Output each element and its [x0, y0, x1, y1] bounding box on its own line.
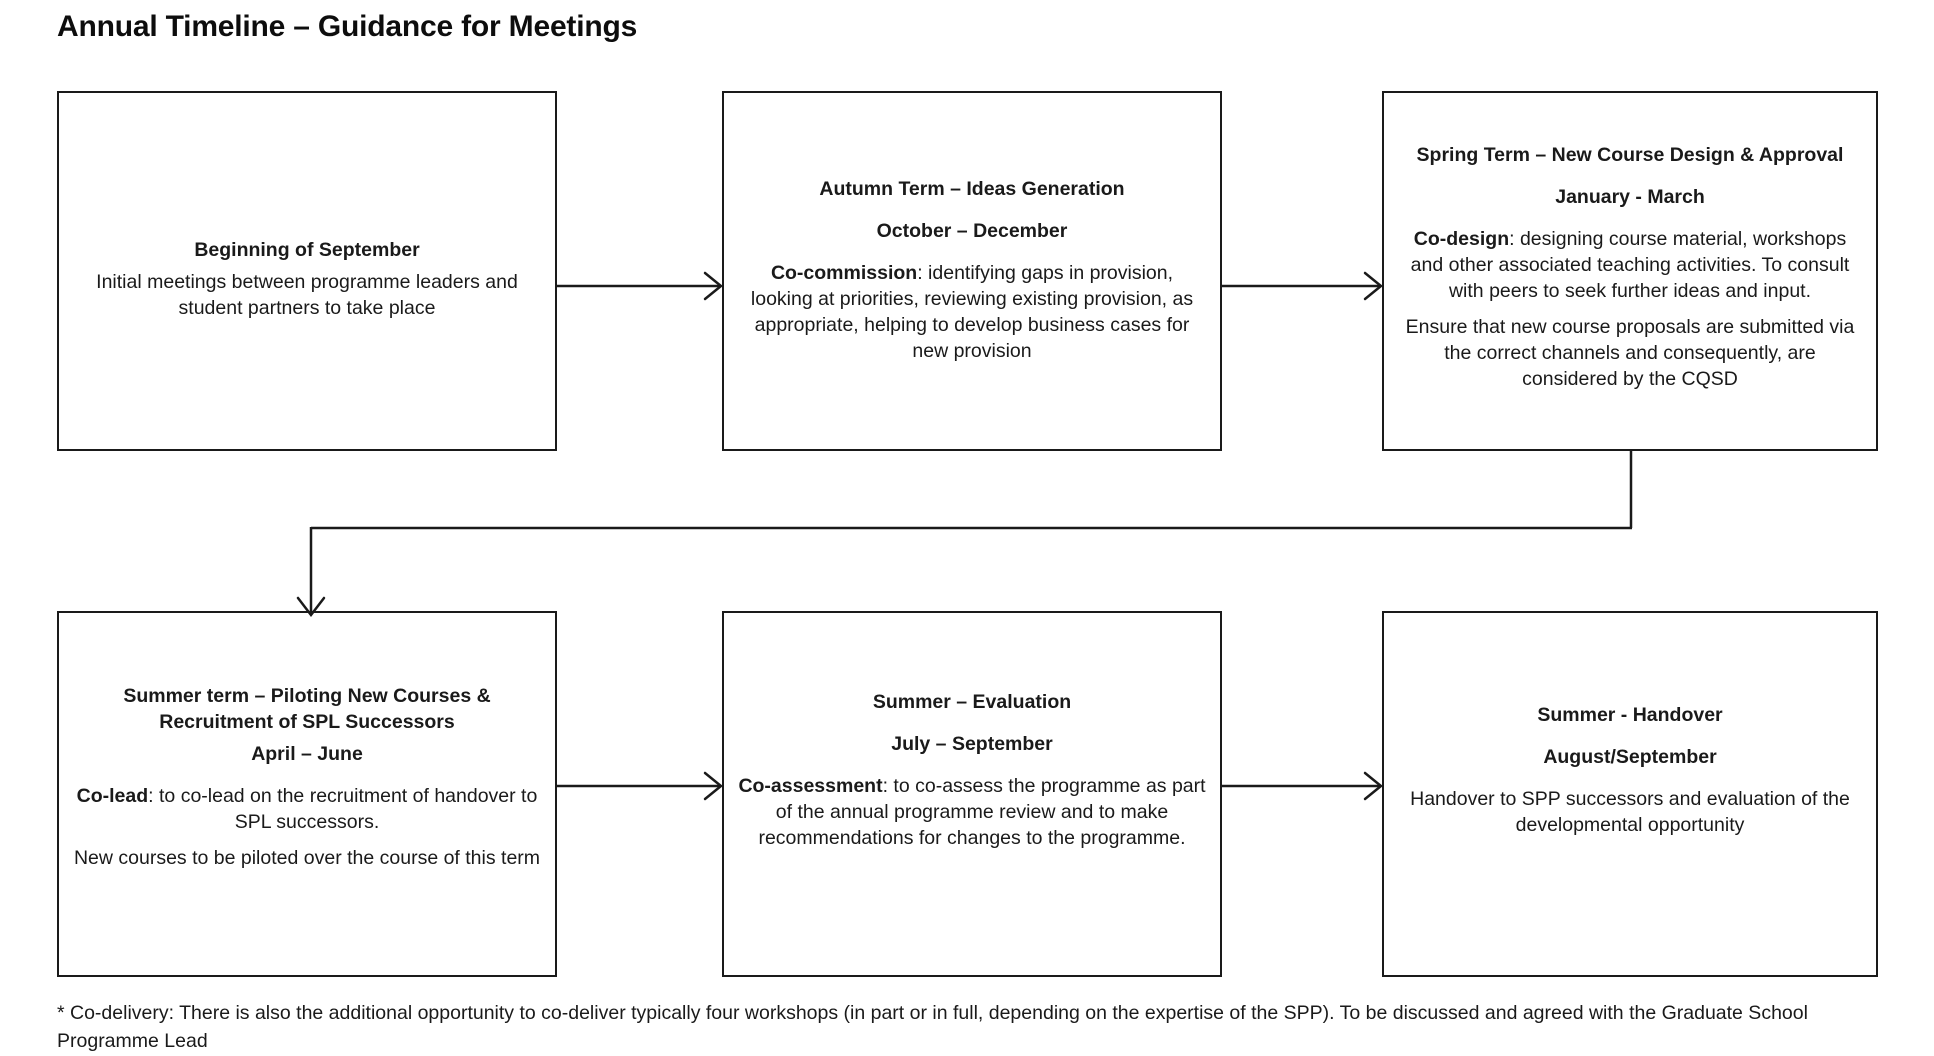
flow-box-beginning-of-september[interactable]: Beginning of September Initial meetings …: [57, 91, 557, 451]
box4-heading: Summer term – Piloting New Courses & Rec…: [123, 685, 491, 734]
box6-heading: Summer - Handover: [1537, 704, 1723, 727]
page-title: Annual Timeline – Guidance for Meetings: [57, 10, 638, 43]
box5-heading: Summer – Evaluation: [872, 691, 1072, 714]
arrow-box5-to-box6: [1222, 756, 1392, 816]
box3-body-1-text: : designing course material, workshops a…: [1410, 228, 1850, 302]
box4-subheading: April – June: [251, 743, 363, 766]
box5-subheading: July – September: [891, 733, 1053, 756]
box3-lead: Co-design: [1413, 228, 1510, 251]
flow-box-summer-handover[interactable]: Summer - Handover August/September Hando…: [1382, 611, 1878, 977]
flow-box-autumn-term-ideas-generation[interactable]: Autumn Term – Ideas Generation October –…: [722, 91, 1222, 451]
arrow-box2-to-box3: [1222, 256, 1392, 316]
footnote-co-delivery: * Co-delivery: There is also the additio…: [57, 1002, 1808, 1052]
box5-body-text: : to co-assess the programme as part of …: [758, 775, 1206, 849]
arrow-box1-to-box2: [557, 256, 727, 316]
box2-body: Co-commission: identifying gaps in provi…: [738, 261, 1206, 365]
box5-body: Co-assessment: to co-assess the programm…: [738, 774, 1206, 852]
box1-heading: Beginning of September: [194, 239, 420, 262]
box6-body: Handover to SPP successors and evaluatio…: [1410, 788, 1850, 836]
box4-body-2: New courses to be piloted over the cours…: [73, 846, 541, 869]
flow-box-summer-term-piloting-new-courses[interactable]: Summer term – Piloting New Courses & Rec…: [57, 611, 557, 977]
arrow-box4-to-box5: [557, 756, 727, 816]
box4-body-1: Co-lead: to co-lead on the recruitment o…: [73, 784, 541, 836]
box2-subheading: October – December: [876, 220, 1068, 243]
box3-body-1: Co-design: designing course material, wo…: [1398, 227, 1862, 305]
flow-box-spring-term-new-course-design-and-approval[interactable]: Spring Term – New Course Design & Approv…: [1382, 91, 1878, 451]
box3-body-2: Ensure that new course proposals are sub…: [1405, 315, 1855, 390]
box4-body-1-text: : to co-lead on the recruitment of hando…: [148, 785, 538, 833]
box3-subheading: January - March: [1555, 186, 1705, 209]
box1-body: Initial meetings between programme leade…: [96, 271, 518, 319]
box2-lead: Co-commission: [770, 262, 918, 285]
flow-box-summer-evaluation[interactable]: Summer – Evaluation July – September Co-…: [722, 611, 1222, 977]
box2-heading: Autumn Term – Ideas Generation: [819, 178, 1125, 201]
box2-body-text: : identifying gaps in provision, looking…: [750, 262, 1194, 362]
box3-heading: Spring Term – New Course Design & Approv…: [1416, 144, 1844, 167]
elbow-box3-to-box4: [295, 448, 1645, 620]
box5-lead: Co-assessment: [738, 775, 883, 798]
box6-subheading: August/September: [1543, 746, 1717, 769]
box4-lead: Co-lead: [76, 785, 149, 807]
